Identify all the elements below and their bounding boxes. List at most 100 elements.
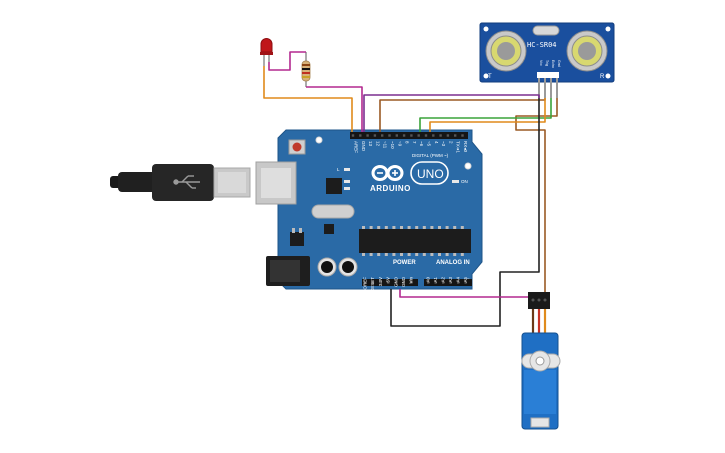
- header-pin: [371, 281, 375, 284]
- chip-leg: [407, 226, 411, 229]
- chip-leg: [384, 226, 388, 229]
- header-pin: [395, 134, 398, 137]
- analog-label: ANALOG IN: [436, 260, 470, 266]
- wire-resistor-magenta: [306, 86, 363, 132]
- wire-magenta-servo: [399, 289, 528, 298]
- chip-leg: [445, 253, 449, 256]
- top-pin-label: ~9: [397, 141, 402, 147]
- top-pin-label: ~11: [383, 141, 388, 149]
- header-pin: [439, 134, 442, 137]
- sensor-pin-label: Trig: [545, 60, 549, 66]
- sensor-t-label: T: [488, 74, 492, 80]
- header-pin: [457, 281, 460, 284]
- header-pin: [424, 134, 428, 137]
- chip-leg: [362, 253, 365, 256]
- arduino-logo-icon: [371, 165, 404, 181]
- chip-leg: [384, 253, 388, 256]
- wire-brown-trig: [379, 98, 546, 132]
- header-pin: [402, 134, 406, 137]
- power-header: [362, 279, 418, 286]
- analog-pin-label: A1: [433, 277, 438, 283]
- sensor-pin-label: Gnd: [557, 60, 561, 67]
- sensor-pin-label: Vcc: [539, 60, 543, 66]
- chip-leg: [460, 253, 464, 256]
- header-pin: [359, 134, 362, 137]
- header-pin: [351, 134, 355, 137]
- header-pin: [434, 281, 437, 284]
- atmega328-chip: [359, 229, 471, 253]
- header-pin: [410, 134, 413, 137]
- wire-green: [419, 98, 552, 132]
- power-label: POWER: [393, 260, 416, 266]
- header-pin: [394, 281, 398, 284]
- chip-leg: [362, 226, 365, 229]
- header-pin: [427, 281, 430, 284]
- usb-icon: [173, 175, 200, 189]
- top-pin-label: 13: [368, 141, 373, 147]
- chip-leg: [415, 226, 419, 229]
- power-pin-label: RESET: [370, 277, 375, 292]
- header-pin: [402, 281, 405, 284]
- resistor: [301, 52, 311, 87]
- chip-leg: [422, 253, 426, 256]
- chip-leg: [460, 226, 464, 229]
- header-pin: [373, 134, 377, 137]
- on-led-label: ON: [461, 179, 468, 184]
- analog-pin-label: A3: [448, 277, 453, 283]
- power-pin-label: IOREF: [363, 277, 368, 291]
- header-pin: [417, 134, 420, 137]
- header-pin: [432, 134, 435, 137]
- chip-leg: [453, 253, 457, 256]
- brand-label: ARDUINO: [370, 184, 411, 193]
- chip-leg: [415, 253, 419, 256]
- header-pin: [464, 281, 467, 284]
- top-pin-label: ~10: [390, 141, 395, 149]
- chip-leg: [422, 226, 426, 229]
- top-pin-label: 2: [448, 141, 453, 144]
- header-pin: [449, 281, 452, 284]
- top-pin-label: ~6: [419, 141, 424, 147]
- sensor-model-label: HC-SR04: [527, 41, 557, 49]
- red-led: [260, 38, 273, 66]
- header-pin: [366, 134, 369, 137]
- header-pin: [388, 134, 391, 137]
- power-pin-label: 3.3V: [378, 277, 383, 286]
- header-pin: [446, 134, 450, 137]
- analog-pin-label: A4: [456, 277, 461, 283]
- top-pin-label: 7: [412, 141, 417, 144]
- top-pin-label: ~5: [427, 141, 432, 147]
- transducer-left: [485, 30, 527, 72]
- power-pin-label: 5V: [386, 277, 391, 283]
- chip-leg: [407, 253, 411, 256]
- wire-brown-servo: [515, 98, 558, 292]
- top-pin-label: TX➔1: [456, 141, 461, 154]
- header-pin: [442, 281, 445, 284]
- top-pin-label: 8: [405, 141, 410, 144]
- chip-leg: [369, 226, 373, 229]
- chip-leg: [400, 253, 403, 256]
- chip-leg: [392, 226, 396, 229]
- wire-led-magenta-top: [268, 51, 306, 71]
- chip-leg: [430, 226, 434, 229]
- chip-leg: [453, 226, 457, 229]
- usb-controller-chip: [326, 178, 342, 194]
- chip-leg: [438, 226, 441, 229]
- power-pin-label: Vin: [409, 277, 414, 284]
- header-pin: [461, 134, 464, 137]
- usb-cable: [110, 164, 251, 201]
- chip-leg: [445, 226, 449, 229]
- top-pin-label: RX◂0: [463, 141, 468, 153]
- header-pin: [387, 281, 390, 284]
- wire-led-orange: [263, 66, 353, 132]
- sensor-crystal: [532, 25, 560, 36]
- l-led-label: L: [337, 167, 340, 172]
- chip-leg: [377, 253, 381, 256]
- power-pin-label: GND: [393, 276, 398, 287]
- crystal-oscillator: [311, 204, 355, 219]
- top-pin-label: 12: [375, 141, 380, 147]
- voltage-regulator: [290, 232, 304, 246]
- capacitors: [317, 257, 358, 277]
- top-pin-label: ~3: [441, 141, 446, 147]
- sensor-r-label: R: [600, 74, 605, 80]
